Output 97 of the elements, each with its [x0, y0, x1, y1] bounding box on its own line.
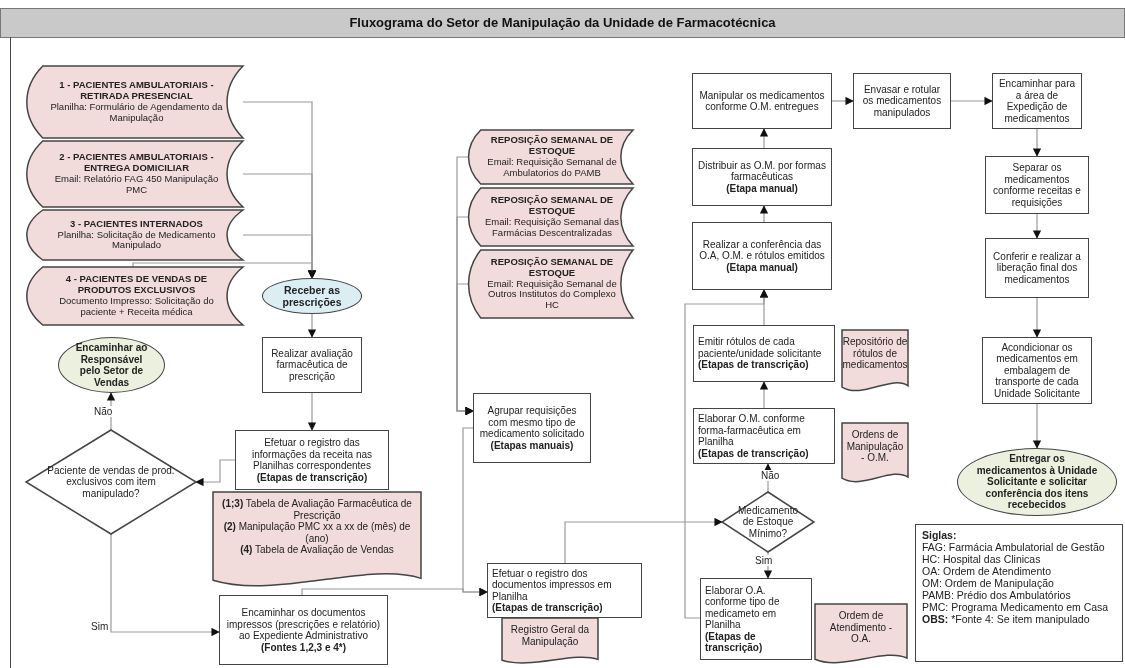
process-box: [692, 148, 832, 206]
step-text: Email: Requisição Semanal de Ambulatorios do PAMB: [486, 157, 618, 179]
heading-text: REPOSIÇÃO SEMANAL DE ESTOQUE: [489, 195, 615, 217]
step-text: Elaborar O.A. conforme tipo de medicameto em Planilha: [705, 584, 781, 631]
heading-text: (Etapas de transcrição): [256, 471, 368, 483]
arrow: [759, 381, 769, 409]
process-box: [692, 73, 832, 129]
arrow: [950, 96, 993, 106]
step-text: Ordem de Atendimento - O.A.: [828, 610, 894, 645]
heading-text: (Etapas de transcrição): [705, 630, 764, 654]
step-text: Elaborar O.M. conforme forma-farmacêutica em Planilha: [698, 413, 806, 448]
process-box: [982, 337, 1092, 404]
arrow: [301, 587, 488, 597]
arrow: [1032, 213, 1042, 239]
step-text: Encaminhar os documentos impressos (prescrições e relatório) ao Expediente Administrativo: [225, 607, 382, 642]
arrow: [1032, 297, 1042, 338]
process-box: [985, 238, 1089, 298]
step-text: OA: Ordem de Atendimento: [922, 565, 1051, 578]
step-text: Separar os medicamentos conforme receitas e requisições: [992, 162, 1082, 208]
step-text: Repositório de rótulos de medicamentos: [842, 336, 908, 371]
step-text: Acondicionar os medicamentos em embalagem de transporte de cada Unidade Solicitante: [992, 341, 1082, 400]
process-box: [985, 156, 1089, 214]
step-text: Medicamento de Estoque Mínimo?: [738, 504, 798, 540]
title-bar: Fluxograma do Setor de Manipulação da Unidade de Farmacotécnica: [0, 8, 1125, 38]
process-box: [219, 595, 388, 665]
process-box: [235, 430, 389, 490]
edge-label: Não: [93, 406, 114, 417]
edge-label: Não: [760, 470, 781, 481]
heading-text: Encaminhar ao Responsável pelo Setor de Vendas: [75, 342, 148, 388]
arrow: [564, 517, 723, 564]
heading-text: (Etapas de transcrição): [698, 447, 809, 459]
process-box: [693, 325, 835, 382]
arrow: [307, 392, 317, 431]
step-text: Conferir e realizar a liberação final dos medicamentos: [992, 250, 1082, 286]
heading-text: (Fontes 1,2,3 e 4*): [261, 641, 346, 653]
process-box: [473, 393, 591, 463]
process-box: [692, 222, 832, 290]
step-text: OBS: *Fonte 4: Se item manipulado: [922, 613, 1090, 626]
arrow: [831, 96, 854, 106]
process-box: [262, 337, 362, 393]
arrow: [1032, 403, 1042, 449]
heading-text: (Etapas de transcrição): [698, 359, 809, 371]
step-text: Distribuir as O.M. por formas farmacêuticas: [697, 159, 827, 183]
arrow: [456, 283, 474, 416]
step-text: PMC: Programa Medicamento em Casa: [922, 601, 1109, 614]
heading-text: (Etapa manual): [726, 261, 798, 274]
step-text: Manipular os medicamentos conforme O.M. entregues: [698, 89, 826, 113]
step-text: Emitir rótulos de cada paciente/unidade solicitante: [698, 336, 823, 360]
heading-text: REPOSIÇÃO SEMANAL DE ESTOQUE: [489, 256, 615, 279]
step-text: Registro Geral da Manipulação: [509, 624, 591, 647]
process-box: [853, 73, 951, 129]
arrow: [110, 533, 220, 637]
process-box: [693, 408, 835, 464]
step-text: Efetuar o registro dos documentos impressos em Planilha: [492, 567, 613, 602]
step-text: Email: Requisição Semanal de Outros Institutos do Complexo HC: [486, 278, 618, 312]
heading-text: (Etapas de transcrição): [492, 602, 603, 614]
document-shape: [842, 330, 908, 392]
step-text: Encaminhar para a área de Expedição de medicamentos: [997, 78, 1077, 124]
arrow: [307, 313, 317, 338]
heading-text: REPOSIÇÃO SEMANAL DE ESTOQUE: [489, 135, 615, 157]
arrow: [1032, 128, 1042, 157]
legend-box: [915, 524, 1123, 662]
step-text: Efetuar o registro das informações da receita nas Planilhas correspondentes: [250, 437, 374, 472]
step-text: (1;3) Tabela de Avaliação Farmacêutica de Prescrição: [221, 498, 413, 521]
step-text: Ordens de Manipulação - O.M.: [846, 429, 904, 464]
document-shape: [815, 604, 907, 664]
arrow: [759, 205, 769, 223]
heading-text: (Etapas manuais): [490, 439, 574, 451]
step-text: Realizar avaliação farmacêutica de prescrição: [270, 347, 354, 383]
edge-label: Sim: [90, 621, 110, 632]
step-text: Envasar e rotular os medicamentos manipulados: [861, 83, 943, 119]
document-shape: [502, 618, 598, 664]
document-shape: [842, 423, 908, 483]
arrow: [759, 128, 769, 149]
step-text: Email: Requisição Semanal das Farmácias Descentralizadas: [484, 217, 620, 239]
step-text: Agrupar requisições com mesmo tipo de medicamento solicitado: [478, 405, 586, 440]
step-text: FAG: Farmácia Ambulatorial de Gestão: [922, 541, 1105, 554]
process-box: [700, 578, 812, 660]
step-text: Realizar a conferência das O.A, O.M. e rótulos emitidos: [698, 238, 826, 262]
step-text: OM: Ordem de Manipulação: [922, 577, 1054, 590]
arrow: [763, 463, 773, 493]
heading-text: Entregar os medicamentos à Unidade Solicitante e solicitar conferência dos itens recebecidos: [975, 453, 1099, 511]
step-text: HC: Hospital das Clinicas: [922, 553, 1041, 566]
arrow: [684, 289, 769, 619]
heading-text: (Etapa manual): [726, 182, 798, 195]
heading-text: Receber as prescrições: [281, 283, 343, 309]
step-text: Paciente de vendas de prod. exclusivos com item manipulado?: [46, 464, 176, 500]
step-text: PAMB: Prédio dos Ambulatórios: [922, 589, 1071, 602]
step-text: (4) Tabela de Avaliação de Vendas: [240, 544, 394, 556]
heading-text: Siglas:: [922, 529, 957, 542]
arrow: [195, 459, 236, 487]
document-shape: [213, 492, 421, 588]
step-text: (2) Manipulação PMC xx a xx de (mês) de (ano): [222, 521, 412, 544]
decision-diamond: [26, 430, 196, 534]
process-box: [487, 563, 642, 618]
decision-diamond: [722, 492, 814, 552]
edge-label: Sim: [754, 555, 774, 566]
